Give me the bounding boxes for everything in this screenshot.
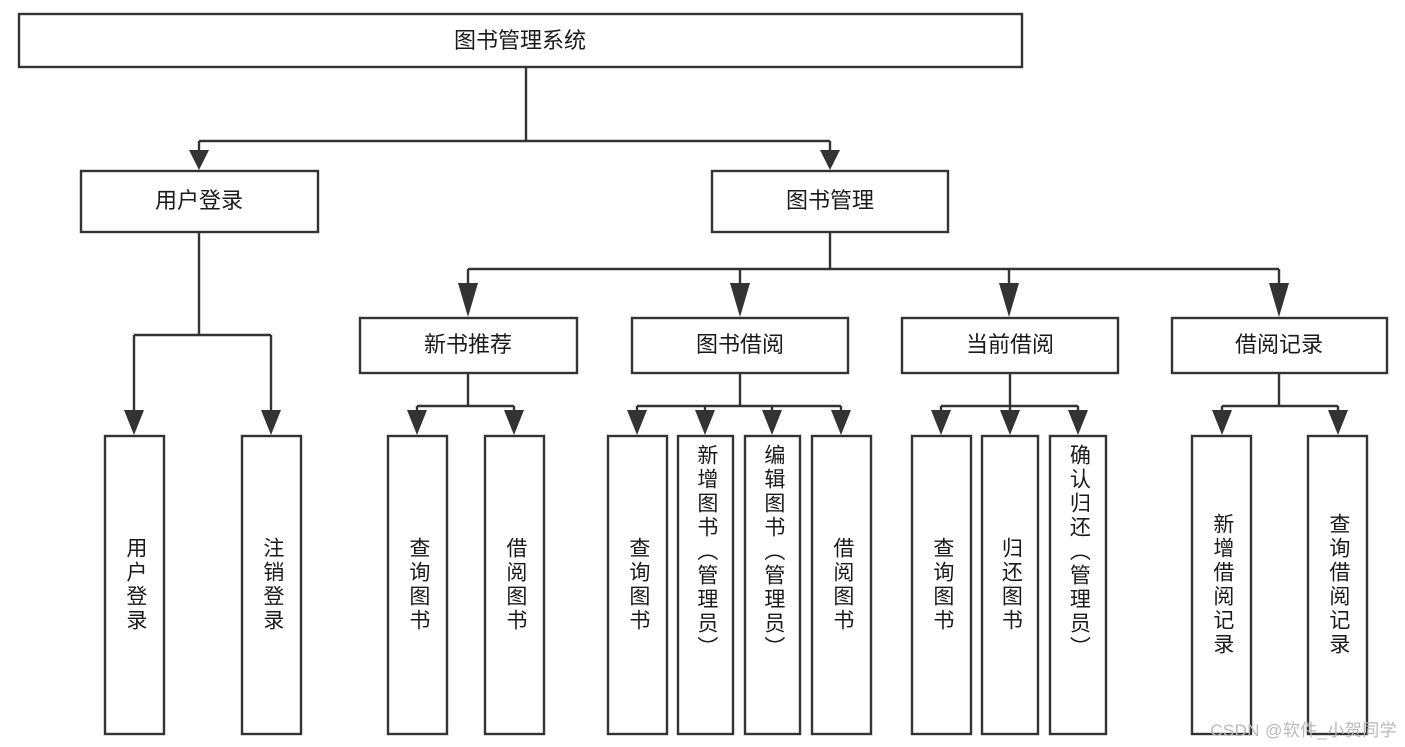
arrow-head-leaf-borrow-record-0: [1212, 410, 1232, 435]
leaf-box-borrow-record-0[interactable]: [1190, 434, 1253, 736]
leaf-box-borrow-record-1[interactable]: [1306, 434, 1369, 736]
leaf-box-user-login-1[interactable]: [240, 434, 303, 736]
arrow-head-leaf-new-book-0: [407, 410, 427, 435]
node-current-borrow-label: 当前借阅: [966, 332, 1054, 357]
leaf-box-current-borrow-0[interactable]: [910, 434, 973, 736]
leaf-box-new-book-1[interactable]: [483, 434, 546, 736]
node-borrow-record-label: 借阅记录: [1235, 332, 1323, 357]
leaf-box-new-book-0[interactable]: [386, 434, 449, 736]
arrow-head-leaf-book-borrow-3: [831, 410, 851, 435]
node-book-borrow-label: 图书借阅: [696, 332, 784, 357]
arrow-head-borrow-record: [1269, 283, 1289, 317]
node-book-manage-box[interactable]: [710, 169, 950, 234]
leaf-box-user-login-0[interactable]: [103, 434, 166, 736]
arrow-head-leaf-new-book-1: [504, 410, 524, 435]
arrow-head-leaf-user-login-0: [124, 410, 144, 435]
leaf-box-book-borrow-1[interactable]: [676, 434, 735, 736]
arrow-head-new-book-recommend: [458, 283, 478, 317]
node-new-book-recommend-label: 新书推荐: [424, 332, 512, 357]
leaf-box-book-borrow-0[interactable]: [606, 434, 669, 736]
node-book-borrow-box[interactable]: [630, 316, 850, 375]
arrow-head-leaf-current-borrow-1: [1000, 410, 1020, 435]
arrow-head-leaf-current-borrow-0: [931, 410, 951, 435]
arrow-head-leaf-borrow-record-1: [1328, 410, 1348, 435]
arrow-head-current-borrow: [999, 283, 1019, 317]
leaf-box-current-borrow-1[interactable]: [980, 434, 1040, 736]
node-new-book-recommend-box[interactable]: [358, 316, 579, 375]
arrow-head-leaf-book-borrow-0: [627, 410, 647, 435]
arrow-head-leaf-user-login-1: [261, 410, 281, 435]
node-borrow-record-box[interactable]: [1170, 316, 1389, 375]
arrow-head-leaf-book-borrow-2: [762, 410, 782, 435]
watermark-text: CSDN @软件_小贺同学: [1210, 721, 1397, 740]
arrow-head-user-login: [189, 150, 209, 170]
node-user-login-label: 用户登录: [155, 188, 243, 213]
node-root-box[interactable]: [17, 12, 1024, 69]
node-book-manage-label: 图书管理: [786, 188, 874, 213]
arrow-head-book-manage: [820, 150, 840, 170]
arrow-head-leaf-book-borrow-1: [695, 410, 715, 435]
arrow-head-book-borrow: [730, 283, 750, 317]
leaf-box-book-borrow-2[interactable]: [743, 434, 802, 736]
node-current-borrow-box[interactable]: [900, 316, 1120, 375]
node-root-label: 图书管理系统: [454, 28, 586, 53]
leaf-box-book-borrow-3[interactable]: [810, 434, 873, 736]
arrow-head-leaf-current-borrow-2: [1068, 410, 1088, 435]
leaf-box-current-borrow-2[interactable]: [1048, 434, 1108, 736]
